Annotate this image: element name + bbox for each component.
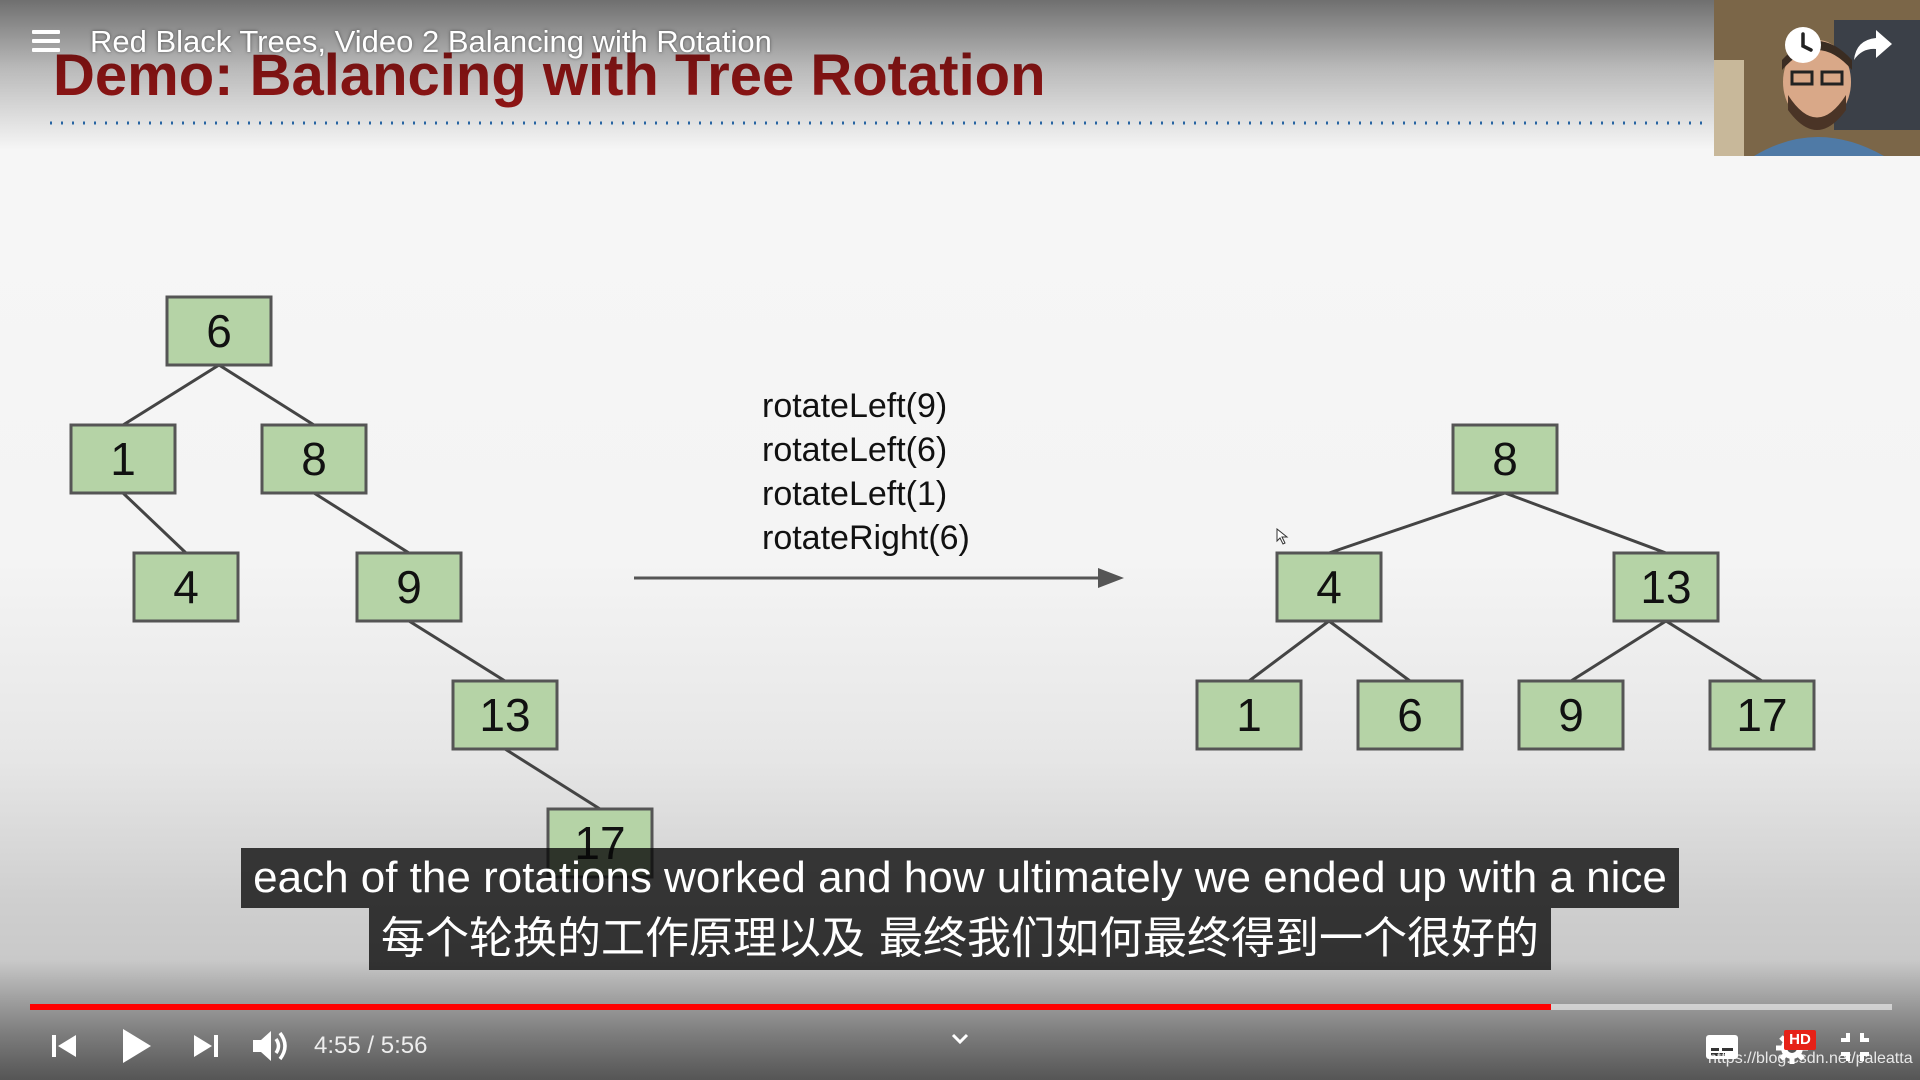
- tree-before-edge: [123, 365, 219, 425]
- tree-before-node-label: 13: [479, 689, 530, 741]
- tree-after-node-label: 9: [1558, 689, 1584, 741]
- tree-after-edge: [1666, 621, 1762, 681]
- progress-played: [30, 1004, 1551, 1010]
- tree-before-node: 8: [262, 425, 366, 493]
- hd-badge: HD: [1784, 1030, 1816, 1050]
- tree-after-node-label: 13: [1640, 561, 1691, 613]
- operation-line: rotateLeft(9): [762, 384, 970, 428]
- skip-next-icon[interactable]: [190, 1030, 222, 1062]
- tree-before-edge: [219, 365, 314, 425]
- clock-icon[interactable]: [1780, 22, 1826, 68]
- subtitle-chinese: 每个轮换的工作原理以及 最终我们如何最终得到一个很好的: [369, 908, 1551, 970]
- tree-before-node-label: 4: [173, 561, 199, 613]
- tree-before-node: 6: [167, 297, 271, 365]
- tree-before-node: 4: [134, 553, 238, 621]
- time-separator: /: [361, 1032, 381, 1059]
- duration: 5:56: [381, 1032, 428, 1059]
- video-title[interactable]: Red Black Trees, Video 2 Balancing with …: [90, 24, 772, 60]
- subtitle-english: each of the rotations worked and how ult…: [241, 848, 1679, 908]
- tree-after-edge: [1505, 493, 1666, 553]
- tree-after-node-label: 4: [1316, 561, 1342, 613]
- tree-before-node-label: 9: [396, 561, 422, 613]
- tree-after-node: 17: [1710, 681, 1814, 749]
- volume-icon[interactable]: [250, 1026, 294, 1066]
- tree-after-node: 8: [1453, 425, 1557, 493]
- tree-after-node-label: 1: [1236, 689, 1262, 741]
- tree-before-node-label: 6: [206, 305, 232, 357]
- playlist-menu-icon[interactable]: [32, 30, 60, 58]
- progress-bar[interactable]: [30, 1004, 1892, 1010]
- tree-before-node-label: 1: [110, 433, 136, 485]
- watermark: https://blog.csdn.net/paleatta: [1708, 1050, 1913, 1068]
- tree-after-node: 13: [1614, 553, 1718, 621]
- tree-before-edge: [314, 493, 409, 553]
- operation-line: rotateRight(6): [762, 516, 970, 560]
- tree-after-edge: [1249, 621, 1329, 681]
- tree-before-node: 13: [453, 681, 557, 749]
- transform-arrow-head: [1098, 568, 1124, 588]
- tree-before-edge: [409, 621, 505, 681]
- time-display: 4:55 / 5:56: [314, 1032, 427, 1060]
- tree-before-node-label: 8: [301, 433, 327, 485]
- tree-after-node: 9: [1519, 681, 1623, 749]
- operation-line: rotateLeft(1): [762, 472, 970, 516]
- mouse-cursor-icon: [1276, 528, 1290, 546]
- skip-previous-icon[interactable]: [48, 1030, 80, 1062]
- tree-before-edge: [123, 493, 186, 553]
- tree-after-edge: [1329, 621, 1410, 681]
- tree-after-node-label: 6: [1397, 689, 1423, 741]
- operation-line: rotateLeft(6): [762, 428, 970, 472]
- subtitle-area: each of the rotations worked and how ult…: [0, 848, 1920, 970]
- tree-before-edge: [505, 749, 600, 809]
- tree-after-node: 1: [1197, 681, 1301, 749]
- tree-after-edge: [1571, 621, 1666, 681]
- tree-after-edge: [1329, 493, 1505, 553]
- play-icon[interactable]: [118, 1026, 154, 1066]
- tree-after-node: 4: [1277, 553, 1381, 621]
- tree-before-node: 9: [357, 553, 461, 621]
- chevron-down-icon[interactable]: [950, 1032, 970, 1046]
- tree-after-node-label: 17: [1736, 689, 1787, 741]
- tree-after-node: 6: [1358, 681, 1462, 749]
- tree-after-node-label: 8: [1492, 433, 1518, 485]
- share-arrow-icon[interactable]: [1850, 22, 1896, 68]
- current-time: 4:55: [314, 1032, 361, 1059]
- rotation-operations: rotateLeft(9) rotateLeft(6) rotateLeft(1…: [762, 384, 970, 560]
- tree-before-node: 1: [71, 425, 175, 493]
